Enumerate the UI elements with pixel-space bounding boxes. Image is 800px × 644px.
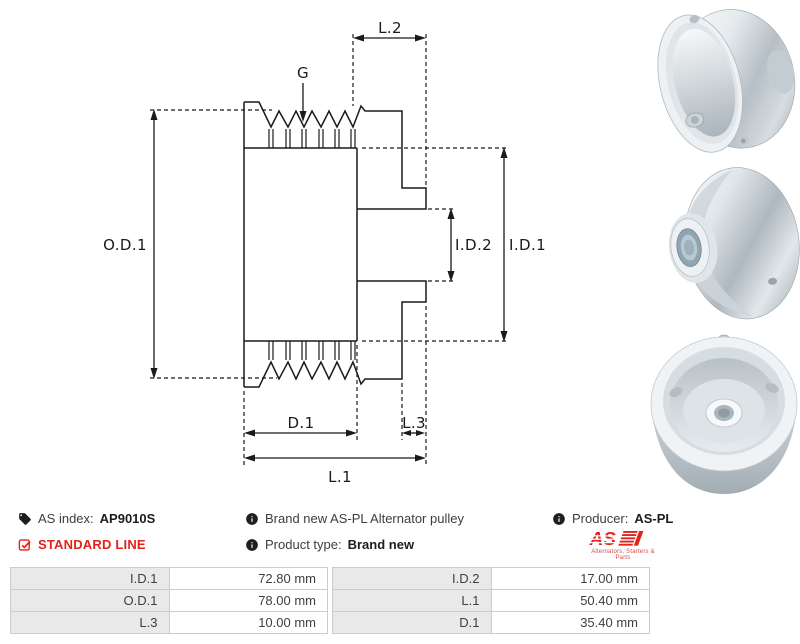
product-photo-back-view[interactable] (645, 166, 800, 324)
standard-line-label: STANDARD LINE (38, 537, 146, 552)
dim-label-d1: D.1 (287, 414, 314, 432)
spec-label-cell: O.D.1 (10, 589, 170, 612)
dim-label-l1: L.1 (328, 468, 352, 486)
as-index-label: AS index: (38, 511, 94, 526)
dimension-arrows (150, 34, 508, 462)
technical-diagram: O.D.1 I.D.1 I.D.2 L.2 G D.1 L.3 L.1 (103, 19, 546, 486)
producer-row: Producer: AS-PL (552, 511, 673, 526)
product-photo-side-view[interactable] (648, 2, 798, 158)
spec-label-cell: L.3 (10, 611, 170, 634)
producer-value: AS-PL (634, 511, 674, 526)
producer-label: Producer: (572, 511, 629, 526)
as-index-value: AP9010S (99, 511, 156, 526)
standard-line-row: STANDARD LINE (18, 537, 146, 552)
info-icon (245, 538, 259, 552)
table-row: L.3 10.00 mm (10, 611, 328, 634)
table-row: I.D.2 17.00 mm (332, 567, 650, 590)
dim-label-g: G (297, 64, 309, 82)
pulley-outline (243, 101, 427, 388)
as-index-row: AS index: AP9010S (18, 511, 155, 526)
as-pl-logo: AS Alternators, Starters & Parts (584, 528, 662, 561)
dim-label-od1: O.D.1 (103, 236, 147, 254)
dim-label-l2: L.2 (378, 19, 402, 37)
description-row: Brand new AS-PL Alternator pulley (245, 511, 464, 526)
dim-label-id2: I.D.2 (455, 236, 492, 254)
spec-value-cell: 50.40 mm (490, 589, 650, 612)
description-text: Brand new AS-PL Alternator pulley (265, 511, 464, 526)
spec-value-cell: 17.00 mm (490, 567, 650, 590)
tag-icon (18, 512, 32, 526)
table-row: D.1 35.40 mm (332, 611, 650, 634)
table-row: L.1 50.40 mm (332, 589, 650, 612)
product-photo-inside-view[interactable] (648, 328, 800, 498)
as-pl-tagline: Alternators, Starters & Parts (591, 549, 655, 561)
checkbox-checked-icon (18, 538, 32, 552)
extension-lines (150, 34, 508, 466)
spec-table-left: I.D.1 72.80 mm O.D.1 78.00 mm L.3 10.00 … (10, 567, 328, 634)
spec-value-cell: 72.80 mm (168, 567, 328, 590)
dim-label-l3: L.3 (402, 414, 426, 432)
spec-value-cell: 35.40 mm (490, 611, 650, 634)
info-icon (552, 512, 566, 526)
product-type-value: Brand new (347, 537, 415, 552)
groove-slots (268, 129, 356, 360)
spec-label-cell: D.1 (332, 611, 492, 634)
product-type-label: Product type: (265, 537, 342, 552)
spec-value-cell: 10.00 mm (168, 611, 328, 634)
dim-label-id1: I.D.1 (509, 236, 546, 254)
spec-label-cell: L.1 (332, 589, 492, 612)
table-row: O.D.1 78.00 mm (10, 589, 328, 612)
spec-label-cell: I.D.1 (10, 567, 170, 590)
spec-table-right: I.D.2 17.00 mm L.1 50.40 mm D.1 35.40 mm (332, 567, 650, 634)
table-row: I.D.1 72.80 mm (10, 567, 328, 590)
spec-table: I.D.1 72.80 mm O.D.1 78.00 mm L.3 10.00 … (10, 567, 650, 634)
spec-label-cell: I.D.2 (332, 567, 492, 590)
info-icon (245, 512, 259, 526)
spec-value-cell: 78.00 mm (168, 589, 328, 612)
as-logo-mark: AS (589, 528, 617, 549)
product-type-row: Product type: Brand new (245, 537, 414, 552)
